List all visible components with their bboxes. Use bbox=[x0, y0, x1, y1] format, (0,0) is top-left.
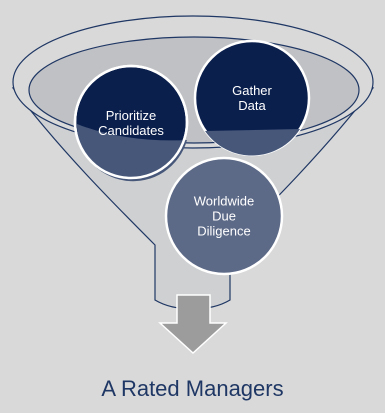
gather-data-line1: Gather bbox=[232, 83, 272, 98]
prioritize-candidates-line1: Prioritize bbox=[105, 108, 157, 123]
prioritize-candidates-line2: Candidates bbox=[98, 123, 164, 138]
worldwide-due-diligence-label: Worldwide Due Diligence bbox=[194, 194, 254, 239]
worldwide-due-diligence-circle bbox=[164, 156, 284, 276]
worldwide-due-diligence-line2: Due bbox=[212, 208, 236, 224]
gather-data-circle-lower bbox=[205, 129, 300, 156]
gather-data-label: Gather Data bbox=[232, 83, 272, 113]
down-arrow-icon bbox=[158, 294, 228, 355]
gather-data-line2: Data bbox=[238, 98, 266, 113]
worldwide-due-diligence-line3: Diligence bbox=[197, 223, 251, 239]
prioritize-candidates-circle-lower bbox=[76, 124, 187, 182]
prioritize-candidates-label: Prioritize Candidates bbox=[98, 108, 164, 138]
result-label: A Rated Managers bbox=[101, 376, 284, 401]
worldwide-due-diligence-line1: Worldwide bbox=[193, 193, 255, 209]
prioritize-candidates-circle-ring bbox=[73, 64, 189, 180]
